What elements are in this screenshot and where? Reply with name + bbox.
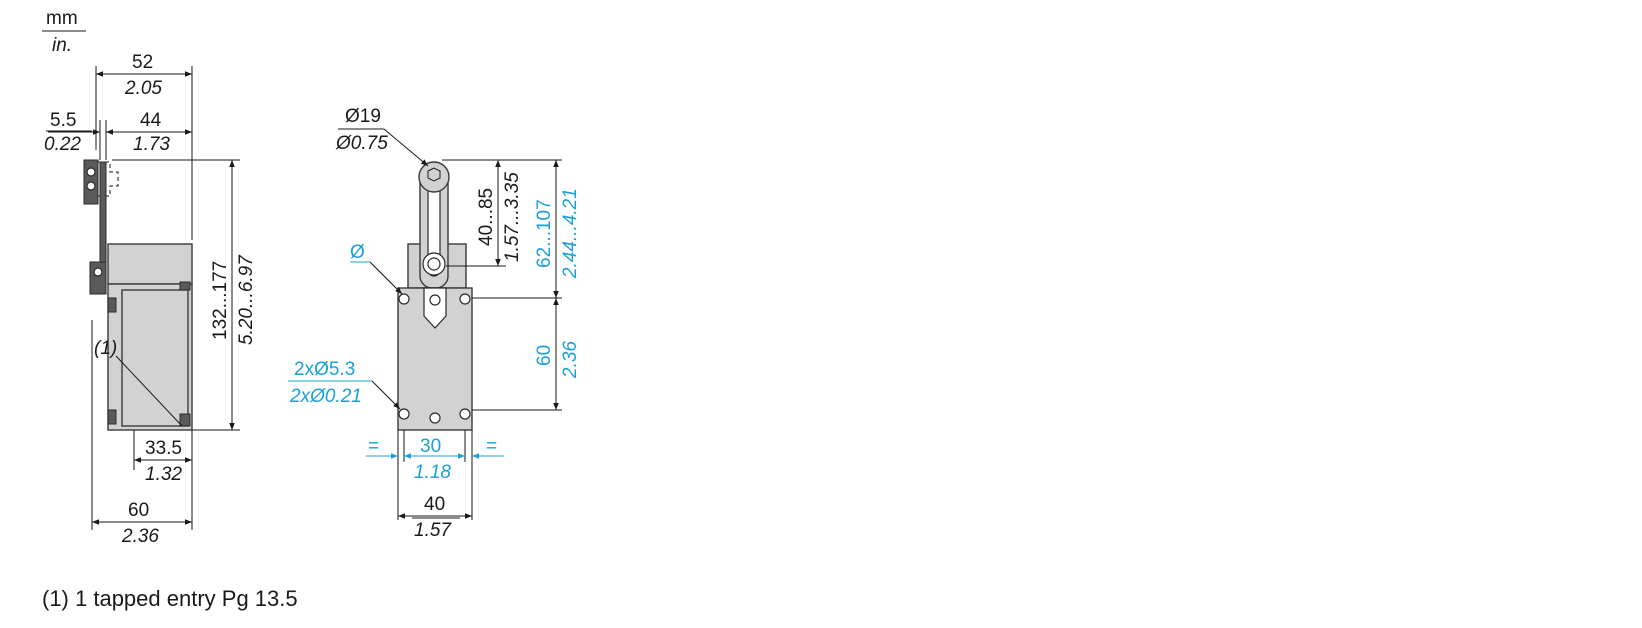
dim-lever-offset-mm: 5.5 — [50, 110, 76, 131]
entry-callout: (1) — [94, 338, 117, 359]
dim-height-range-in: 5.20...6.97 — [236, 254, 257, 345]
dim-body-depth: 60 2.36 — [91, 410, 192, 547]
dim-body-height-mm: 60 — [534, 345, 555, 366]
dim-body-depth-mm: 60 — [128, 500, 149, 521]
dim-body-depth-small: 33.5 1.32 — [133, 430, 193, 530]
unit-mm-label: mm — [46, 8, 78, 29]
dim-lever-to-body-mm: 44 — [140, 110, 162, 131]
dim-body-depth-small-mm: 33.5 — [145, 438, 182, 459]
dim-body-width-in: 1.57 — [414, 520, 452, 541]
dim-overall-width-mm: 52 — [132, 52, 153, 73]
dim-mounting-holes-mm: 2xØ5.3 — [294, 359, 355, 380]
dim-lever-offset: 5.5 0.22 — [44, 110, 107, 160]
unit-in-label: in. — [52, 35, 72, 56]
dim-body-width-mm: 40 — [424, 494, 445, 515]
dim-overall-width: 52 2.05 — [95, 52, 193, 240]
dim-lever-adjust-mm: 40...85 — [476, 188, 497, 246]
dim-hole-spacing-in: 1.18 — [414, 462, 451, 483]
side-view-switch — [83, 159, 193, 431]
dim-roller-diameter-mm: Ø19 — [345, 106, 381, 127]
dim-body-width: 40 1.57 — [398, 494, 472, 541]
dim-body-depth-small-in: 1.32 — [145, 464, 182, 485]
dim-total-adjust-in: 2.44...4.21 — [560, 188, 581, 279]
equal-mark-right: = — [486, 436, 497, 457]
dim-roller-diameter-in: Ø0.75 — [335, 133, 388, 154]
dim-body-height: 60 2.36 — [472, 298, 581, 411]
dim-lever-adjust: 40...85 1.57...3.35 — [442, 159, 562, 267]
dim-body-height-in: 2.36 — [560, 341, 581, 379]
dim-lever-offset-in: 0.22 — [44, 134, 81, 155]
dim-total-adjust: 62...107 2.44...4.21 — [472, 160, 581, 299]
dim-mounting-holes: 2xØ5.3 2xØ0.21 — [288, 359, 401, 410]
footnote: (1) 1 tapped entry Pg 13.5 — [42, 586, 298, 611]
dim-lever-to-body-in: 1.73 — [133, 134, 170, 155]
dim-height-range-mm: 132...177 — [210, 261, 231, 340]
equal-mark-left: = — [368, 436, 379, 457]
dim-mounting-holes-in: 2xØ0.21 — [289, 386, 362, 407]
dim-head-diameter: Ø — [350, 242, 403, 295]
dim-hole-spacing: = 30 = 1.18 — [366, 430, 504, 520]
dim-head-diameter-label: Ø — [350, 242, 365, 263]
dim-lever-to-body: 44 1.73 — [106, 110, 192, 155]
dim-total-adjust-mm: 62...107 — [534, 199, 555, 268]
front-view-switch — [397, 161, 473, 431]
dim-hole-spacing-mm: 30 — [420, 436, 441, 457]
dim-body-depth-in: 2.36 — [121, 526, 159, 547]
dim-roller-diameter: Ø19 Ø0.75 — [335, 106, 429, 167]
dim-overall-width-in: 2.05 — [124, 78, 162, 99]
dim-height-range: 132...177 5.20...6.97 — [112, 159, 257, 431]
dim-lever-adjust-in: 1.57...3.35 — [502, 172, 523, 262]
